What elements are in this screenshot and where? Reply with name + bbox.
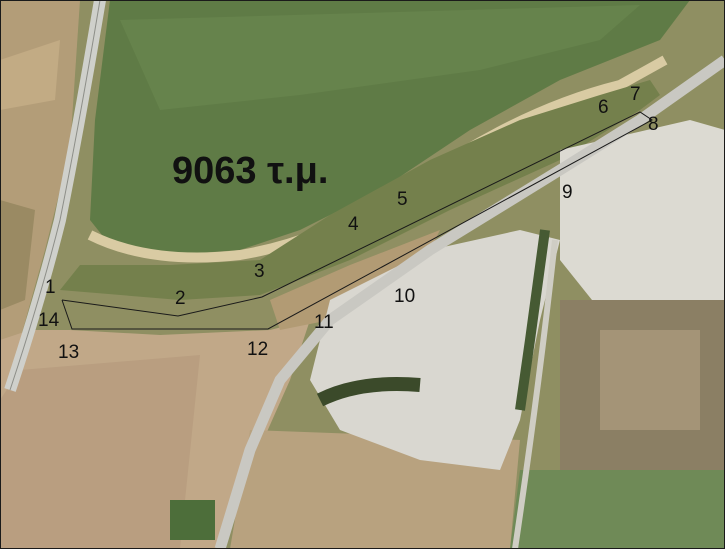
vertex-label-2: 2 — [175, 288, 186, 309]
area-label: 9063 τ.μ. — [172, 150, 329, 192]
vertex-label-3: 3 — [254, 261, 265, 282]
vertex-label-13: 13 — [58, 342, 80, 363]
vertex-label-8: 8 — [648, 114, 659, 135]
vertex-label-14: 14 — [38, 310, 60, 331]
vertex-label-9: 9 — [562, 182, 573, 203]
vertex-label-7: 7 — [630, 84, 641, 105]
vertex-label-1: 1 — [45, 277, 56, 298]
vertex-label-11: 11 — [314, 312, 334, 333]
vertex-label-6: 6 — [598, 97, 609, 118]
vertex-label-5: 5 — [397, 189, 408, 210]
vertex-label-10: 10 — [394, 286, 416, 307]
vertex-label-4: 4 — [348, 214, 359, 235]
vertex-label-12: 12 — [247, 339, 269, 360]
